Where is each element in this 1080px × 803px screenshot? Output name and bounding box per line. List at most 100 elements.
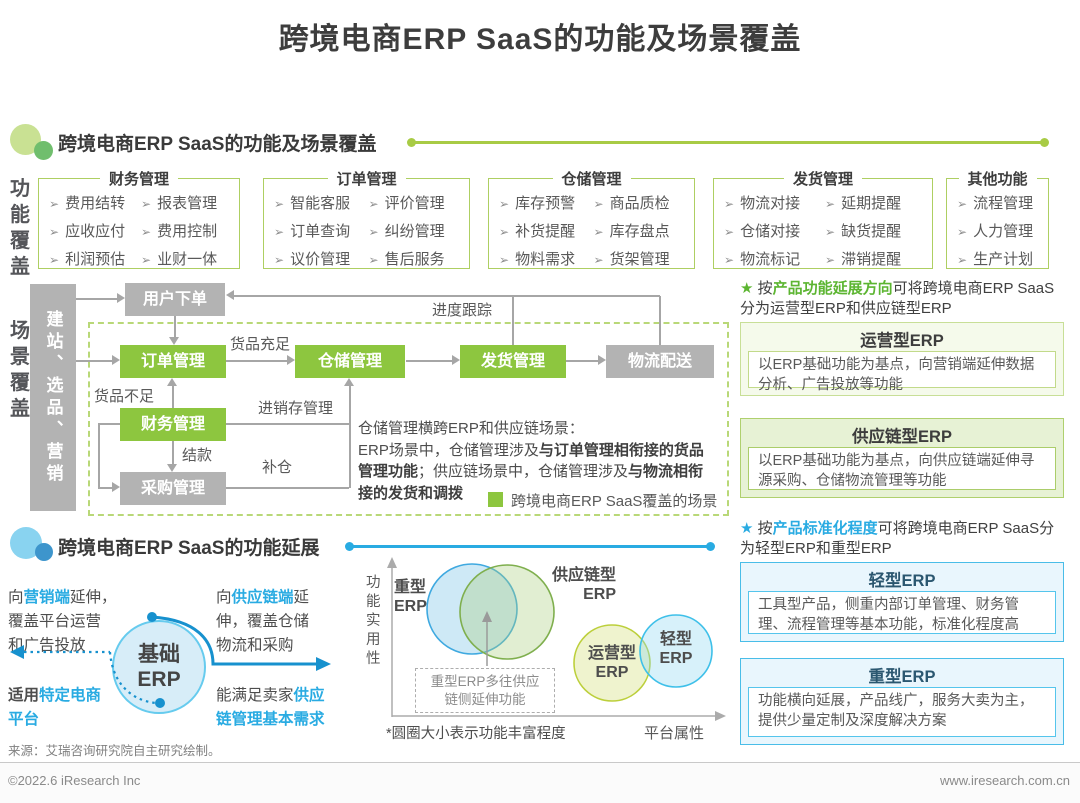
- arrowhead-right-icon: [316, 657, 331, 671]
- arrow-bullet-icon: ➢: [825, 225, 836, 239]
- function-item-label: 库存预警: [515, 195, 576, 212]
- curve-end-dot: [155, 698, 165, 708]
- function-item: ➢缺货提醒: [825, 220, 926, 241]
- function-item-label: 报表管理: [157, 195, 218, 212]
- arrow-bullet-icon: ➢: [274, 197, 285, 211]
- section2-divider-line: [345, 542, 715, 551]
- arrow-bullet-icon: ➢: [499, 197, 510, 211]
- text-segment: ；供应链场景中，仓储管理涉及: [418, 463, 629, 480]
- arrow-bullet-icon: ➢: [593, 197, 604, 211]
- function-group-title: 财务管理: [99, 168, 179, 189]
- function-item-label: 售后服务: [384, 251, 445, 268]
- node-purchase-mgmt: 采购管理: [120, 472, 226, 505]
- label-line: ERP: [659, 650, 693, 667]
- edge-label-stock-enough: 货品充足: [230, 336, 291, 353]
- label-line: 轻型: [659, 631, 692, 648]
- arrowhead-up-icon: [344, 378, 354, 386]
- function-item-label: 利润预估: [65, 251, 126, 268]
- node-finance-mgmt: 财务管理: [120, 408, 226, 441]
- function-item-label: 订单查询: [290, 223, 351, 240]
- function-item: ➢智能客服: [274, 192, 369, 213]
- function-item-list: ➢物流对接➢延期提醒➢仓储对接➢缺货提醒➢物流标记➢滞销提醒: [714, 179, 932, 273]
- card-operation-erp: 运营型ERP 以ERP基础功能为基点，向营销端延伸数据分析、广告投放等功能: [740, 322, 1064, 396]
- arrow-bullet-icon: ➢: [499, 225, 510, 239]
- function-item: ➢物料需求: [499, 248, 594, 269]
- text-segment: 分为运营型ERP和供应链型ERP: [740, 300, 952, 317]
- text-segment: 向: [8, 589, 24, 606]
- function-item-label: 货架管理: [609, 251, 670, 268]
- function-item-label: 纠纷管理: [384, 223, 445, 240]
- connector-merge-up: [349, 386, 351, 488]
- warehouse-note: 仓储管理横跨ERP和供应链场景：ERP场景中，仓储管理涉及与订单管理相衔接的货品…: [358, 418, 724, 504]
- text-segment: 链管理基本需求: [216, 711, 325, 728]
- text-segment: 可将跨境电商ERP SaaS分: [877, 520, 1055, 537]
- card-title: 供应链型ERP: [852, 428, 952, 446]
- arrowhead-up-icon: [387, 557, 397, 568]
- text-segment: 供应链端: [231, 589, 294, 606]
- function-item-label: 补货提醒: [515, 223, 576, 240]
- function-group-warehouse: 仓储管理 ➢库存预警➢商品质检➢补货提醒➢库存盘点➢物料需求➢货架管理: [488, 168, 695, 269]
- function-item: ➢仓储对接: [724, 220, 825, 241]
- function-item: ➢商品质检: [594, 192, 689, 213]
- function-item: ➢利润预估: [49, 248, 141, 269]
- arrow-bullet-icon: ➢: [593, 253, 604, 267]
- text-segment: 接的发货和调拨: [358, 484, 464, 502]
- arrow-bullet-icon: ➢: [49, 197, 60, 211]
- function-item-label: 费用结转: [65, 195, 126, 212]
- function-group-other: 其他功能 ➢流程管理➢人力管理➢生产计划: [946, 168, 1049, 269]
- text-segment: 产品功能延展方向: [772, 280, 893, 297]
- function-item-label: 议价管理: [290, 251, 351, 268]
- arrow-bullet-icon: ➢: [368, 253, 379, 267]
- function-item: ➢ 库存预警: [499, 192, 594, 213]
- function-item-list: ➢流程管理➢人力管理➢生产计划: [947, 179, 1048, 273]
- arrow-bullet-icon: ➢: [724, 197, 735, 211]
- text-segment: 管理功能: [358, 463, 419, 480]
- footer-bar: ©2022.6 iResearch Inc www.iresearch.com.…: [0, 762, 1080, 803]
- card-description: 以ERP基础功能为基点，向营销端延伸数据分析、广告投放等功能: [748, 351, 1056, 393]
- venn-annotation-box: 重型ERP多往供应 链侧延伸功能: [415, 668, 555, 713]
- arrow-bullet-icon: ➢: [274, 225, 285, 239]
- legend-color-swatch: [488, 492, 503, 507]
- arrow-bullet-icon: ➢: [825, 253, 836, 267]
- arrow-bullet-icon: ➢: [49, 225, 60, 239]
- arrowhead-left-icon: [226, 290, 234, 300]
- arrow-bullet-icon: ➢: [593, 225, 604, 239]
- text-segment: ERP场景中，仓储管理涉及: [358, 441, 539, 459]
- function-item-list: ➢库存预警➢商品质检➢补货提醒➢库存盘点➢物料需求➢货架管理: [489, 179, 694, 273]
- function-item: ➢滞销提醒: [825, 248, 926, 269]
- node-logistics: 物流配送: [606, 345, 714, 378]
- section1-bubbles-icon: [10, 122, 56, 168]
- function-item-label: 库存盘点: [609, 223, 670, 240]
- side-label-scene-coverage: 场景覆盖: [10, 320, 30, 420]
- card-title: 运营型ERP: [860, 332, 944, 350]
- arrowhead-up-icon: [482, 611, 492, 622]
- function-item: ➢ 库存盘点: [594, 220, 689, 241]
- arrowhead-right-icon: [117, 293, 125, 303]
- arrowhead-right-icon: [112, 482, 120, 492]
- text-segment: 特定电商: [39, 687, 102, 704]
- arrowhead-right-icon: [598, 355, 606, 365]
- edge-label-progress: 进度跟踪: [432, 302, 493, 319]
- heavy-erp-circle: [426, 563, 518, 655]
- function-item-label: 物料需求: [515, 251, 576, 268]
- function-item: ➢ 售后服务: [369, 248, 464, 269]
- function-item-label: 评价管理: [384, 195, 445, 212]
- text-segment: 按: [757, 280, 773, 297]
- base-erp-arrows-graphic: [10, 612, 331, 708]
- text-segment: 能满足卖家: [216, 687, 294, 704]
- text-segment: ★: [740, 520, 758, 537]
- connector-shipping-logistics: [566, 360, 598, 362]
- card-description: 以ERP基础功能为基点，向供应链端延伸寻源采购、仓储物流管理等功能: [748, 447, 1056, 490]
- node-order-mgmt: 订单管理: [120, 345, 226, 378]
- arrowhead-right-icon: [715, 711, 726, 721]
- text-segment: 仓储管理横跨ERP和供应链场景：: [358, 420, 584, 437]
- pipeline-bar: 建站、选品、营销: [30, 284, 76, 511]
- arrowhead-right-icon: [287, 355, 295, 365]
- arrow-bullet-icon: ➢: [141, 253, 152, 267]
- function-item-label: 费用控制: [157, 223, 218, 240]
- page-title: 跨境电商ERP SaaS的功能及场景覆盖: [278, 23, 802, 56]
- connector-purchase-restock: [226, 487, 349, 489]
- connector-finance-psi: [226, 423, 350, 425]
- connector-bracket-bottom: [98, 487, 112, 489]
